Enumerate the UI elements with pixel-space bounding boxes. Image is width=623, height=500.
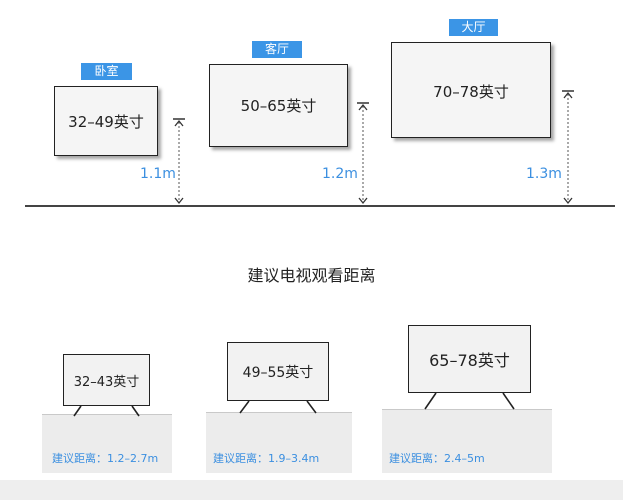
room-label-hall: 大厅 bbox=[449, 19, 498, 36]
cabinet-small bbox=[42, 414, 172, 473]
wall-tv-living-room-size: 50–65英寸 bbox=[240, 97, 317, 115]
height-living-room: 1.2m bbox=[322, 166, 358, 182]
wall-tv-hall-size: 70–78英寸 bbox=[433, 83, 509, 101]
section-title: 建议电视观看距离 bbox=[247, 266, 376, 285]
height-bedroom: 1.1m bbox=[140, 166, 176, 182]
tv-medium-stand bbox=[239, 400, 317, 414]
tv-small-size: 32–43英寸 bbox=[73, 374, 140, 390]
height-indicator-bedroom bbox=[173, 118, 185, 205]
wall-tv-living-room: 50–65英寸 bbox=[209, 64, 348, 147]
tv-large-size: 65–78英寸 bbox=[429, 351, 510, 370]
tv-medium-size: 49–55英寸 bbox=[242, 364, 314, 381]
height-hall: 1.3m bbox=[526, 166, 562, 182]
cabinet-medium bbox=[206, 412, 352, 473]
tv-small-stand bbox=[73, 405, 140, 417]
wall-tv-bedroom-size: 32–49英寸 bbox=[68, 112, 144, 131]
tv-small: 32–43英寸 bbox=[63, 354, 150, 406]
tv-large-stand bbox=[424, 392, 515, 410]
floor-line bbox=[25, 205, 615, 207]
footer-band bbox=[0, 480, 623, 500]
room-label-living-room: 客厅 bbox=[252, 41, 302, 58]
height-indicator-living-room bbox=[357, 102, 369, 205]
room-label-bedroom: 卧室 bbox=[81, 63, 132, 80]
distance-small: 建议距离：1.2–2.7m bbox=[52, 452, 159, 465]
wall-tv-bedroom: 32–49英寸 bbox=[54, 86, 158, 156]
tv-large: 65–78英寸 bbox=[408, 325, 531, 393]
cabinet-large bbox=[382, 409, 552, 473]
distance-large: 建议距离：2.4–5m bbox=[389, 452, 485, 465]
tv-medium: 49–55英寸 bbox=[227, 342, 329, 401]
distance-medium: 建议距离：1.9–3.4m bbox=[213, 452, 320, 465]
height-indicator-hall bbox=[562, 90, 574, 205]
wall-tv-hall: 70–78英寸 bbox=[391, 42, 551, 138]
